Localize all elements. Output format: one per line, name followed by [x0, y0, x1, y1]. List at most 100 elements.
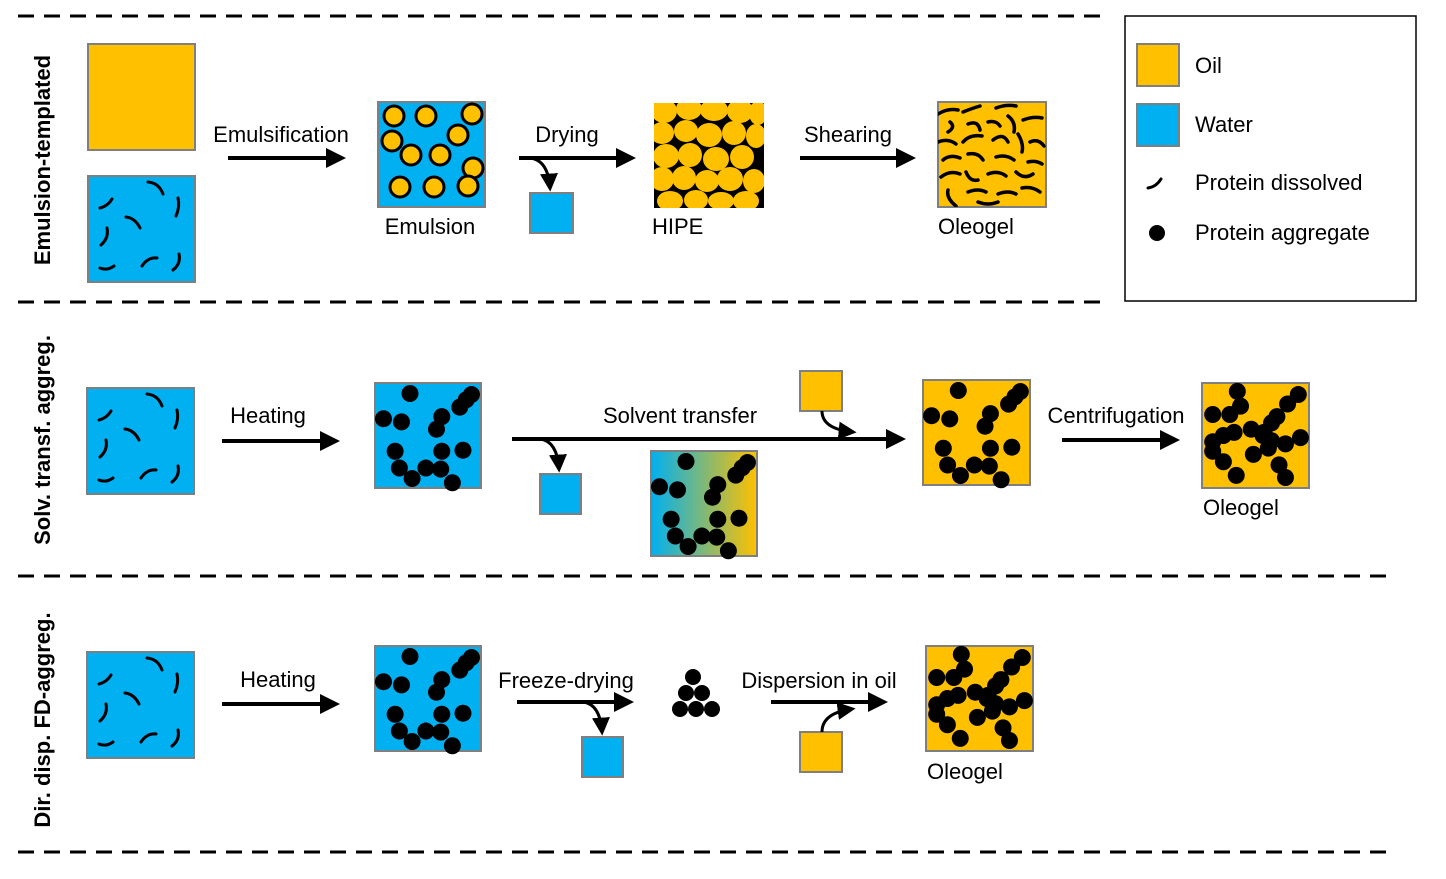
legend: Oil Water Protein dissolved Protein aggr… [1124, 15, 1417, 302]
protein-aggregate [677, 453, 695, 470]
hipe-cells [654, 103, 764, 208]
arrow-water-removal [539, 437, 567, 473]
protein-aggregate [987, 677, 1005, 695]
protein-dissolved [124, 215, 142, 230]
protein-dissolved [97, 673, 113, 686]
protein-aggregate [1263, 414, 1281, 432]
oil-cell [678, 143, 702, 167]
oil-cell [746, 124, 764, 148]
oil-cell [674, 120, 698, 142]
protein-aggregate [1006, 388, 1024, 406]
row-title-emulsion-templated: Emulsion-templated [30, 55, 55, 265]
oleogel-fibrous-box [937, 101, 1047, 208]
product-label-oleogel-3: Oleogel [927, 759, 1003, 784]
arrow-oil-addition [820, 701, 856, 733]
legend-label-protein-dissolved: Protein dissolved [1195, 170, 1363, 195]
oil-cell [696, 123, 722, 147]
protein-aggregate [454, 704, 472, 722]
protein-aggregate [457, 391, 475, 409]
protein-fibre [946, 120, 955, 134]
oil-cell [703, 147, 729, 171]
protein-fibre [986, 170, 1008, 178]
oil-droplet [456, 174, 480, 198]
protein-aggregate [433, 705, 451, 723]
protein-aggregate [1204, 442, 1222, 460]
oil-cell [672, 166, 696, 190]
oil-droplet [446, 123, 470, 147]
water-protein-aggregate-box [374, 645, 482, 755]
protein-aggregate [941, 410, 959, 428]
protein-fibre [964, 170, 980, 183]
protein-aggregate [939, 456, 957, 474]
protein-aggregate [965, 456, 983, 474]
protein-fibre [991, 134, 1010, 144]
protein-aggregate [719, 542, 737, 560]
protein-aggregate [733, 459, 751, 477]
protein-aggregate [928, 705, 946, 723]
protein-aggregate [390, 459, 408, 477]
protein-aggregate [928, 669, 946, 686]
protein-aggregate [938, 690, 956, 707]
protein-aggregate [1227, 466, 1245, 484]
protein-aggregate [1003, 438, 1021, 456]
protein-dissolved [146, 180, 165, 196]
protein-dissolved [139, 468, 158, 480]
product-label-emulsion: Emulsion [385, 214, 475, 239]
protein-aggregate [703, 488, 721, 506]
product-label-hipe: HIPE [652, 214, 703, 239]
protein-aggregate [1291, 429, 1309, 447]
protein-dissolved [98, 264, 116, 271]
protein-fibre [996, 190, 1018, 196]
protein-dissolved [139, 732, 158, 744]
protein-aggregate [401, 385, 419, 402]
protein-aggregate [685, 669, 701, 685]
step-label-centrifugation: Centrifugation [1048, 403, 1185, 428]
arrow-water-removal [529, 156, 558, 192]
oil-droplet [428, 143, 452, 167]
protein-aggregate [374, 673, 392, 691]
protein-aggregate [704, 701, 720, 717]
legend-label-oil: Oil [1195, 53, 1222, 78]
oil-cell [730, 145, 754, 169]
oil-droplet [460, 102, 484, 126]
protein-aggregate [1204, 406, 1222, 423]
legend-label-water: Water [1195, 112, 1253, 137]
hipe-box [654, 103, 764, 208]
protein-aggregate [708, 528, 726, 546]
oil-cell [695, 170, 719, 192]
protein-fibre [961, 104, 982, 114]
protein-aggregate [401, 648, 419, 665]
protein-aggregate [403, 470, 421, 488]
protein-aggregate [730, 509, 748, 527]
protein-fibre [961, 133, 984, 144]
protein-dissolved [98, 197, 114, 210]
protein-aggregate [393, 413, 410, 431]
oil-protein-aggregate-box [922, 379, 1031, 489]
oil-droplet [388, 175, 412, 199]
oil-cell [684, 190, 708, 208]
oil-droplet [380, 129, 404, 153]
protein-aggregate [945, 669, 963, 686]
protein-aggregate [669, 481, 686, 499]
oil-cell [743, 169, 764, 193]
protein-fibre [966, 121, 982, 132]
protein-aggregate [693, 527, 711, 545]
protein-aggregate [1244, 445, 1262, 463]
protein-aggregate [992, 471, 1010, 489]
protein-aggregate [443, 737, 461, 755]
legend-label-protein-aggregate: Protein aggregate [1195, 220, 1370, 245]
protein-dissolved [170, 464, 180, 484]
oil-cell [654, 103, 677, 123]
oil-cell [717, 167, 743, 191]
protein-aggregate [968, 708, 986, 726]
protein-dissolved [171, 252, 181, 272]
protein-fibre [1016, 132, 1025, 154]
protein-aggregate-icon [1149, 225, 1165, 241]
protein-aggregate [417, 722, 435, 740]
protein-aggregate [994, 719, 1012, 737]
protein-dissolved [99, 226, 109, 247]
oil-cell [657, 191, 683, 208]
protein-aggregate [980, 457, 998, 475]
oil-cell [654, 144, 679, 168]
protein-aggregate [650, 478, 668, 496]
